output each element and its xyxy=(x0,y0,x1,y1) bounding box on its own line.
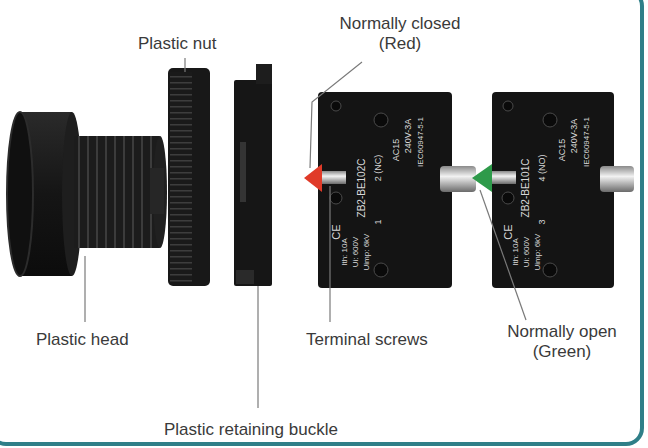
mount-hole xyxy=(374,113,388,127)
rating-text: Uimp: 6kV xyxy=(534,234,542,271)
part-label: Plastic head xyxy=(36,330,156,350)
terminal-screw xyxy=(322,171,346,184)
mount-hole xyxy=(502,192,514,204)
nut-body xyxy=(168,68,210,286)
rating-text: AC15 xyxy=(392,139,401,162)
ce-mark: CE xyxy=(503,224,514,239)
leader-line xyxy=(480,190,526,320)
terminal-number: 3 xyxy=(538,219,547,224)
rating-text: Ui: 600V xyxy=(352,237,360,268)
green-plunger xyxy=(472,164,492,192)
part-label: Plastic retaining buckle xyxy=(164,420,384,440)
block-body xyxy=(492,92,614,288)
head-front xyxy=(7,112,33,276)
model-number: ZB2-BE101C xyxy=(521,159,531,218)
leader-line xyxy=(184,58,185,72)
retaining-buckle-part xyxy=(234,64,272,286)
mount-hole xyxy=(374,263,388,277)
ce-mark: CE xyxy=(331,224,342,239)
plastic-head-part xyxy=(7,112,167,276)
leader-line xyxy=(329,186,330,322)
block-body xyxy=(318,92,452,288)
leader-lines xyxy=(85,58,526,408)
rating-text: Ith: 10A xyxy=(341,238,349,266)
part-label: Normally closed (Red) xyxy=(330,14,470,55)
leader-line xyxy=(84,256,85,322)
terminal-screw xyxy=(440,166,476,192)
buckle-top-tab xyxy=(256,64,272,84)
buckle-body xyxy=(234,80,272,286)
terminal-screw xyxy=(492,171,516,184)
rating-text: Uimp: 6kV xyxy=(363,234,371,271)
terminal-number: 4 (NO) xyxy=(538,155,547,182)
terminal-number: 1 xyxy=(374,219,383,224)
part-label: Normally open (Green) xyxy=(494,322,630,363)
part-label: Terminal screws xyxy=(306,330,456,350)
rating-text: Ui: 600V xyxy=(523,237,531,268)
red-plunger xyxy=(304,164,322,192)
standard-text: IEC60947-5-1 xyxy=(417,117,425,167)
rating-text: 240V-3A xyxy=(404,119,413,154)
buckle-bottom-tab xyxy=(236,270,254,284)
leader-line xyxy=(310,62,362,168)
rating-text: 240V-3A xyxy=(570,119,579,154)
part-label: Plastic nut xyxy=(138,34,238,54)
mount-hole xyxy=(543,113,557,127)
buckle-rib xyxy=(240,142,246,202)
standard-text: IEC60947-5-1 xyxy=(583,117,591,167)
no-contact-block xyxy=(472,92,634,288)
mount-hole xyxy=(331,101,341,111)
rating-text: Ith: 10A xyxy=(512,238,520,266)
leader-line xyxy=(257,286,258,408)
head-tab xyxy=(150,168,164,214)
mount-hole xyxy=(330,192,342,204)
model-number: ZB2-BE102C xyxy=(357,159,367,218)
plastic-nut-part xyxy=(168,68,210,286)
mount-hole xyxy=(543,263,557,277)
head-thread xyxy=(74,136,160,248)
terminal-screw xyxy=(600,166,634,192)
rating-text: AC15 xyxy=(558,139,567,162)
nut-knurl xyxy=(170,72,192,282)
mount-hole xyxy=(503,101,513,111)
terminal-number: 2 (NC) xyxy=(374,155,383,182)
